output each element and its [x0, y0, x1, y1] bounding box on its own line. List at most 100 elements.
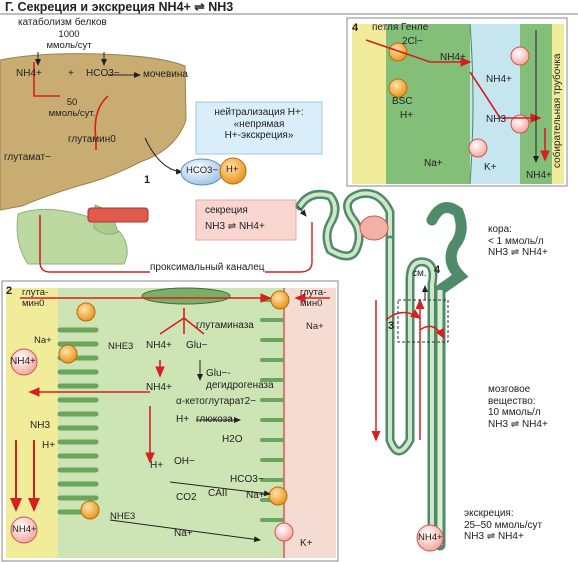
- na-arrow: [109, 519, 261, 543]
- henle-loop-label: петля Генле: [372, 22, 429, 33]
- glutaminase-label: глутаминаза: [196, 320, 254, 331]
- glomerulus: [359, 215, 389, 241]
- neutralization-h: H+: [226, 164, 239, 175]
- flux-1000-unit: ммоль/сут: [46, 39, 92, 51]
- neutralization-text: нейтрализация H+: «непрямая H+-экскреция…: [198, 107, 320, 142]
- proximal-h-mid: H+: [150, 460, 164, 471]
- urine-nh4: NH4+: [418, 532, 443, 543]
- glutamine-transporter-apical: [76, 302, 96, 322]
- henle-na: Na+: [424, 158, 443, 169]
- nh4-bottom-ball: [10, 516, 38, 544]
- protein-catabolism-label: катаболизм белков: [18, 17, 107, 28]
- panel-2-interstitium: [284, 288, 336, 558]
- secretion-pointer: [297, 205, 307, 217]
- nhe3-top-label: NHE3: [108, 341, 134, 352]
- panel-4-interstitium: [470, 24, 520, 184]
- nephron: [295, 188, 469, 551]
- na-left-top: Na+: [34, 335, 52, 346]
- cortex-label: кора: < 1 ммоль/л NH3 ⇌ NH4+: [488, 224, 548, 259]
- henle-bsc: BSC: [392, 96, 413, 107]
- medulla-line-2: вещество:: [488, 395, 536, 407]
- excretion-line-3: NH3 ⇌ NH4+: [464, 531, 524, 542]
- nephron-red-c: [385, 309, 422, 321]
- h-ball: [219, 157, 247, 185]
- k-bottom: K+: [300, 538, 313, 549]
- proximal-nh4-mid: NH4+: [146, 382, 172, 393]
- nh4-lumen-ball: [10, 348, 38, 376]
- step-3-number: 3: [388, 320, 395, 332]
- renal-artery: [87, 207, 149, 223]
- neutralization-line-2: «непрямая: [233, 118, 285, 130]
- nak-pump: [468, 138, 488, 158]
- oh-label: OH−: [174, 456, 195, 467]
- henle-cl2: 2Cl−: [402, 36, 423, 47]
- h2o-label: H2O: [222, 434, 243, 445]
- excretion-line-1: экскреция:: [464, 508, 514, 519]
- step-1-number: 1: [144, 174, 151, 186]
- see-4-box: [397, 299, 449, 343]
- panel-4-flow-a: [365, 39, 472, 67]
- urine-nh4-ball: [416, 524, 444, 552]
- cortex-line-1: кора:: [488, 224, 512, 235]
- henle-nh4-output: NH4+: [526, 170, 552, 181]
- brush-border: [57, 327, 99, 515]
- collecting-duct: [426, 202, 469, 551]
- proximal-nh4-bottom: NH4+: [12, 524, 37, 535]
- nephron-red-d: [419, 325, 445, 340]
- henle-nh4-interstitial: NH4+: [486, 74, 512, 85]
- henle-nh4-loop: NH4+: [440, 52, 466, 63]
- neutralization-line-3: H+-экскреция»: [224, 130, 294, 141]
- flow-nh4-down: [33, 62, 60, 97]
- panel-2-lumen: [6, 288, 58, 558]
- na-basal: Na+: [246, 490, 265, 501]
- na-right: Na+: [306, 321, 324, 332]
- flow-loop: [39, 222, 313, 273]
- glutamine-transporter-basal: [270, 290, 290, 310]
- panel-2-number: 2: [6, 285, 13, 297]
- mitochondrion: [141, 287, 231, 305]
- medulla-line-4: NH3 ⇌ NH4+: [488, 418, 548, 430]
- neutralization-line-1: нейтрализация H+:: [214, 107, 304, 118]
- liver-shape: [0, 53, 187, 211]
- cortex-line-3: NH3 ⇌ NH4+: [488, 247, 548, 258]
- ca-label: CAII: [208, 488, 228, 499]
- flux-1000-value: 1000: [58, 29, 80, 40]
- glu-dehydrogenase-label: Glu−-дегидрогеназа: [206, 368, 274, 391]
- glutamine-left: глута-мин0: [22, 287, 49, 309]
- secretion-line-2: NH3 ⇌ NH4+: [205, 221, 265, 232]
- panel-4-number: 4: [352, 22, 359, 34]
- henle-k: K+: [484, 162, 497, 173]
- hco3-na-transporter: [268, 486, 288, 506]
- glutamate-label: глутамат−: [4, 152, 51, 163]
- see-label: см.: [412, 268, 427, 279]
- secretion-box: [195, 199, 297, 241]
- excretion-label: экскреция: 25–50 ммоль/сут NH3 ⇌ NH4+: [464, 508, 542, 543]
- collecting-duct-label: собирательная трубочка: [552, 53, 563, 169]
- co2-label: CO2: [176, 492, 197, 503]
- henle-h: H+: [400, 110, 414, 121]
- liver-hco3: HCO3−: [86, 68, 120, 79]
- proximal-nh4-a: NH4+: [146, 340, 172, 351]
- see-number: 4: [434, 264, 441, 276]
- bsc-transporter-top: [388, 42, 408, 62]
- glutamine-right: глута-мин0: [300, 287, 327, 309]
- hco3-arrow: [169, 481, 271, 497]
- proximal-nh3-left: NH3: [30, 420, 51, 431]
- bsc-transporter: [388, 78, 408, 98]
- flow-glutamine: [94, 95, 109, 150]
- proximal-h-left: H+: [42, 440, 56, 451]
- nhe3-bottom-transporter: [80, 500, 100, 520]
- h-pump-duct-2: [510, 114, 530, 134]
- arrow-neutralization: [144, 137, 183, 175]
- proximal-glu: Glu−: [186, 340, 208, 351]
- cortex-line-2: < 1 ммоль/л: [488, 235, 544, 247]
- flux-50-unit: ммоль/сут.: [48, 107, 96, 119]
- proximal-hco3: HCO3−: [230, 474, 264, 485]
- urea-label: мочевина: [143, 69, 188, 80]
- liver-nh4: NH4+: [16, 68, 42, 79]
- glutamine-label: глутамин0: [68, 134, 116, 145]
- secretion-line-1: секреция: [205, 205, 248, 216]
- flux-50-value: 50: [66, 97, 78, 108]
